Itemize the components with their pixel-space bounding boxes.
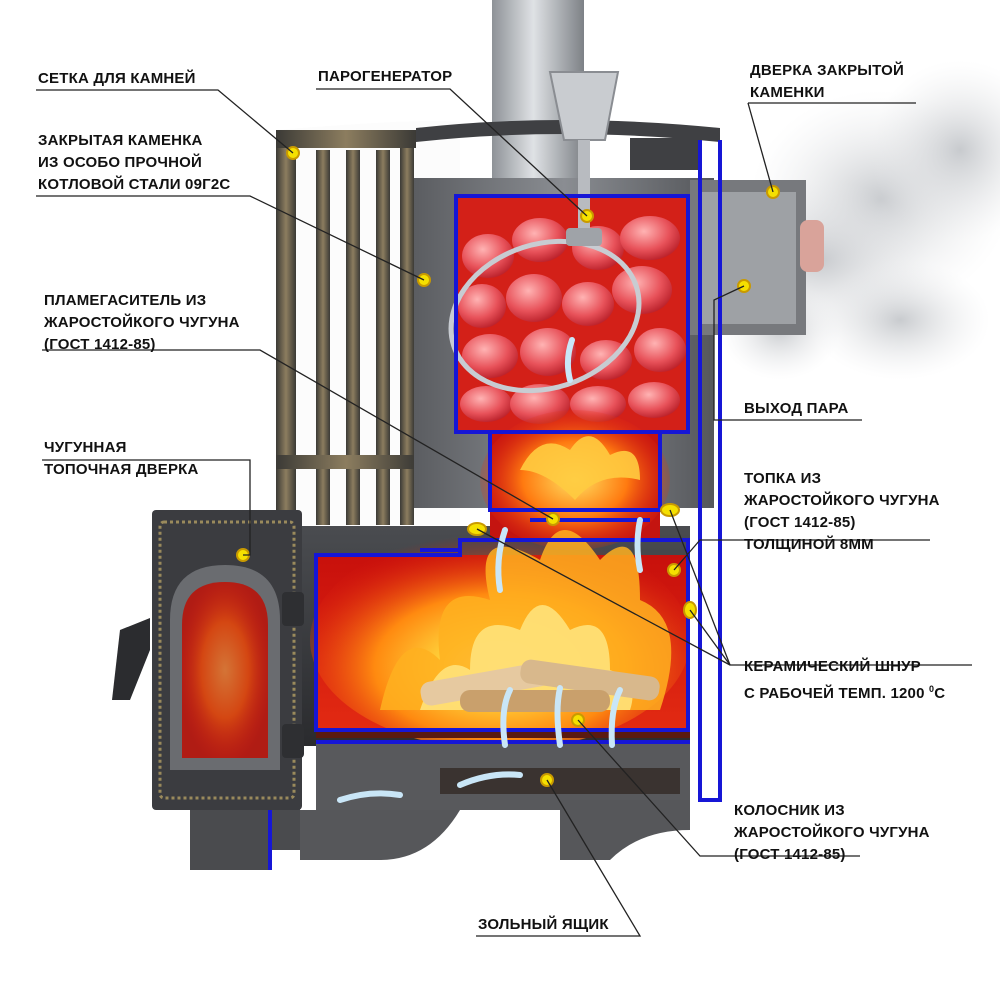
blue-frame-outline — [268, 140, 722, 870]
firebox-door — [112, 510, 304, 810]
callout-markers — [236, 146, 780, 787]
label-grate: КОЛОСНИК ИЗ ЖАРОСТОЙКОГО ЧУГУНА (ГОСТ 14… — [734, 802, 930, 863]
label-closed-heater: ЗАКРЫТАЯ КАМЕНКА ИЗ ОСОБО ПРОЧНОЙ КОТЛОВ… — [38, 132, 231, 193]
label-heater-door: ДВЕРКА ЗАКРЫТОЙ КАМЕНКИ — [750, 62, 904, 101]
label-flame-damper: ПЛАМЕГАСИТЕЛЬ ИЗ ЖАРОСТОЙКОГО ЧУГУНА (ГО… — [44, 292, 240, 353]
ceramic-cord-temp-line: С РАБОЧЕЙ ТЕМП. 1200 0С — [744, 684, 946, 702]
heater-door — [690, 180, 824, 335]
label-firebox-door: ЧУГУННАЯ ТОПОЧНАЯ ДВЕРКА — [44, 439, 199, 478]
label-ceramic-cord: КЕРАМИЧЕСКИЙ ШНУР С РАБОЧЕЙ ТЕМП. 1200 0… — [744, 656, 945, 705]
label-steam-outlet: ВЫХОД ПАРА — [744, 400, 849, 417]
stove-base — [190, 800, 690, 870]
label-steam-generator: ПАРОГЕНЕРАТОР — [318, 68, 453, 85]
leader-lines — [36, 88, 972, 937]
label-ash-box: ЗОЛЬНЫЙ ЯЩИК — [478, 916, 609, 933]
label-stone-mesh: СЕТКА ДЛЯ КАМНЕЙ — [38, 70, 196, 87]
label-firebox: ТОПКА ИЗ ЖАРОСТОЙКОГО ЧУГУНА (ГОСТ 1412-… — [744, 470, 940, 553]
firewood-logs — [420, 659, 660, 712]
stone-chamber — [448, 196, 688, 432]
airflow-arrows — [337, 337, 643, 803]
